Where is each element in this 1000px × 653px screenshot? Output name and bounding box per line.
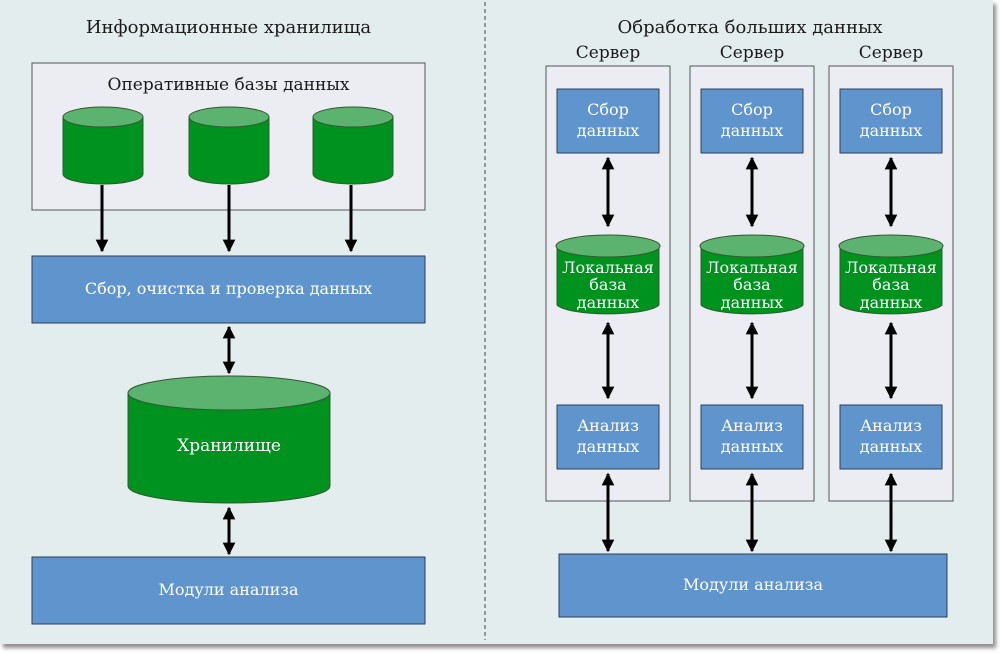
local-db-label-line: данных	[576, 293, 640, 312]
left-panel-title: Информационные хранилища	[85, 17, 372, 38]
server-label: Сервер	[575, 43, 641, 63]
operational-db-group-title: Оперативные базы данных	[107, 75, 350, 95]
operational-db-cylinder	[188, 106, 270, 185]
server-label: Сервер	[719, 43, 785, 63]
collect-data-label-line: данных	[576, 121, 640, 140]
diagram-canvas: Информационные хранилища Оперативные баз…	[0, 0, 993, 644]
collect-data-label-line: данных	[720, 121, 784, 140]
local-db-cylinder	[555, 234, 661, 315]
analysis-data-label-line: Анализ	[860, 416, 922, 435]
warehouse-cylinder	[127, 375, 331, 504]
local-db-label-line: база	[589, 275, 627, 294]
collect-data-box	[700, 88, 804, 154]
analysis-modules-label-left: Модули анализа	[158, 580, 299, 599]
analysis-data-box	[839, 404, 943, 470]
analysis-data-label-line: Анализ	[577, 416, 639, 435]
local-db-label-line: данных	[859, 293, 923, 312]
local-db-label-line: база	[733, 275, 771, 294]
right-panel-title: Обработка больших данных	[617, 17, 883, 38]
analysis-data-box	[556, 404, 660, 470]
local-db-cylinder	[699, 234, 805, 315]
local-db-label-line: данных	[720, 293, 784, 312]
collect-data-box	[839, 88, 943, 154]
local-db-label-line: Локальная	[706, 258, 798, 277]
analysis-modules-label-right: Модули анализа	[682, 575, 824, 594]
diagram-shapes	[31, 2, 954, 640]
collect-clean-verify-label: Сбор, очистка и проверка данных	[84, 279, 373, 298]
analysis-data-label-line: данных	[720, 437, 784, 456]
collect-clean-verify-box	[31, 255, 426, 324]
analysis-data-label-line: Анализ	[721, 416, 783, 435]
operational-db-cylinder	[312, 106, 394, 185]
analysis-modules-box-right	[558, 553, 948, 618]
collect-data-label-line: Сбор	[587, 100, 629, 119]
local-db-label-line: Локальная	[845, 258, 937, 277]
collect-data-label-line: данных	[859, 121, 923, 140]
warehouse-label: Хранилище	[177, 436, 281, 456]
local-db-cylinder	[838, 234, 944, 315]
collect-data-box	[556, 88, 660, 154]
collect-data-label-line: Сбор	[870, 100, 912, 119]
analysis-data-label-line: данных	[859, 437, 923, 456]
server-label: Сервер	[858, 43, 924, 63]
local-db-label-line: база	[872, 275, 910, 294]
analysis-data-box	[700, 404, 804, 470]
collect-data-label-line: Сбор	[731, 100, 773, 119]
analysis-data-label-line: данных	[576, 437, 640, 456]
operational-db-cylinder	[62, 106, 144, 185]
analysis-modules-box-left	[31, 556, 426, 625]
local-db-label-line: Локальная	[562, 258, 654, 277]
